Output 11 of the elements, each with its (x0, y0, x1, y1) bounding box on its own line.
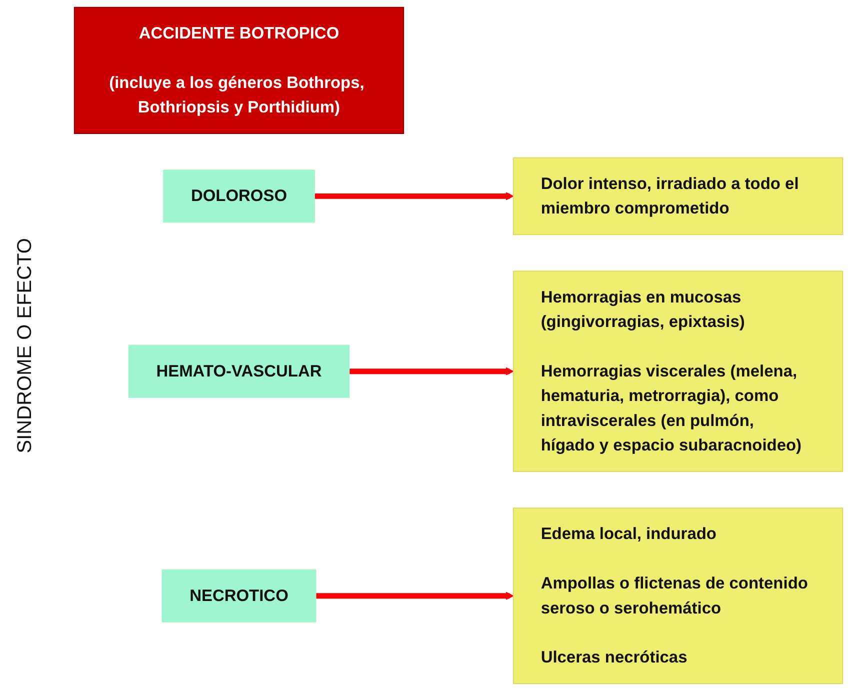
node-box: Edema local, indurado Ampollas o flictenas de contenido seroso o serohemático Ulceras necróticas (512, 508, 844, 684)
arrow (349, 367, 514, 376)
arrow (316, 592, 514, 600)
node-box: HEMATO-VASCULAR (128, 344, 350, 398)
arrow (314, 192, 514, 200)
axis-label: SINDROME O EFECTO (14, 238, 36, 454)
node-box: DOLOROSO (163, 170, 315, 223)
node-box: NECROTICO (162, 569, 316, 622)
node-box: ACCIDENTE BOTROPICO (incluye a los géneros Bothrops, Bothriopsis y Porthidium) (74, 6, 404, 134)
node-box: Dolor intenso, irradiado a todo el miembro comprometido (512, 157, 844, 236)
node-box: Hemorragias en mucosas (gingivorragias, epixtasis) Hemorragias viscerales (melena, hematuria, metrorragia), como intraviscerales (en pulmón, hígado y espacio subaracnoideo) (512, 270, 844, 472)
